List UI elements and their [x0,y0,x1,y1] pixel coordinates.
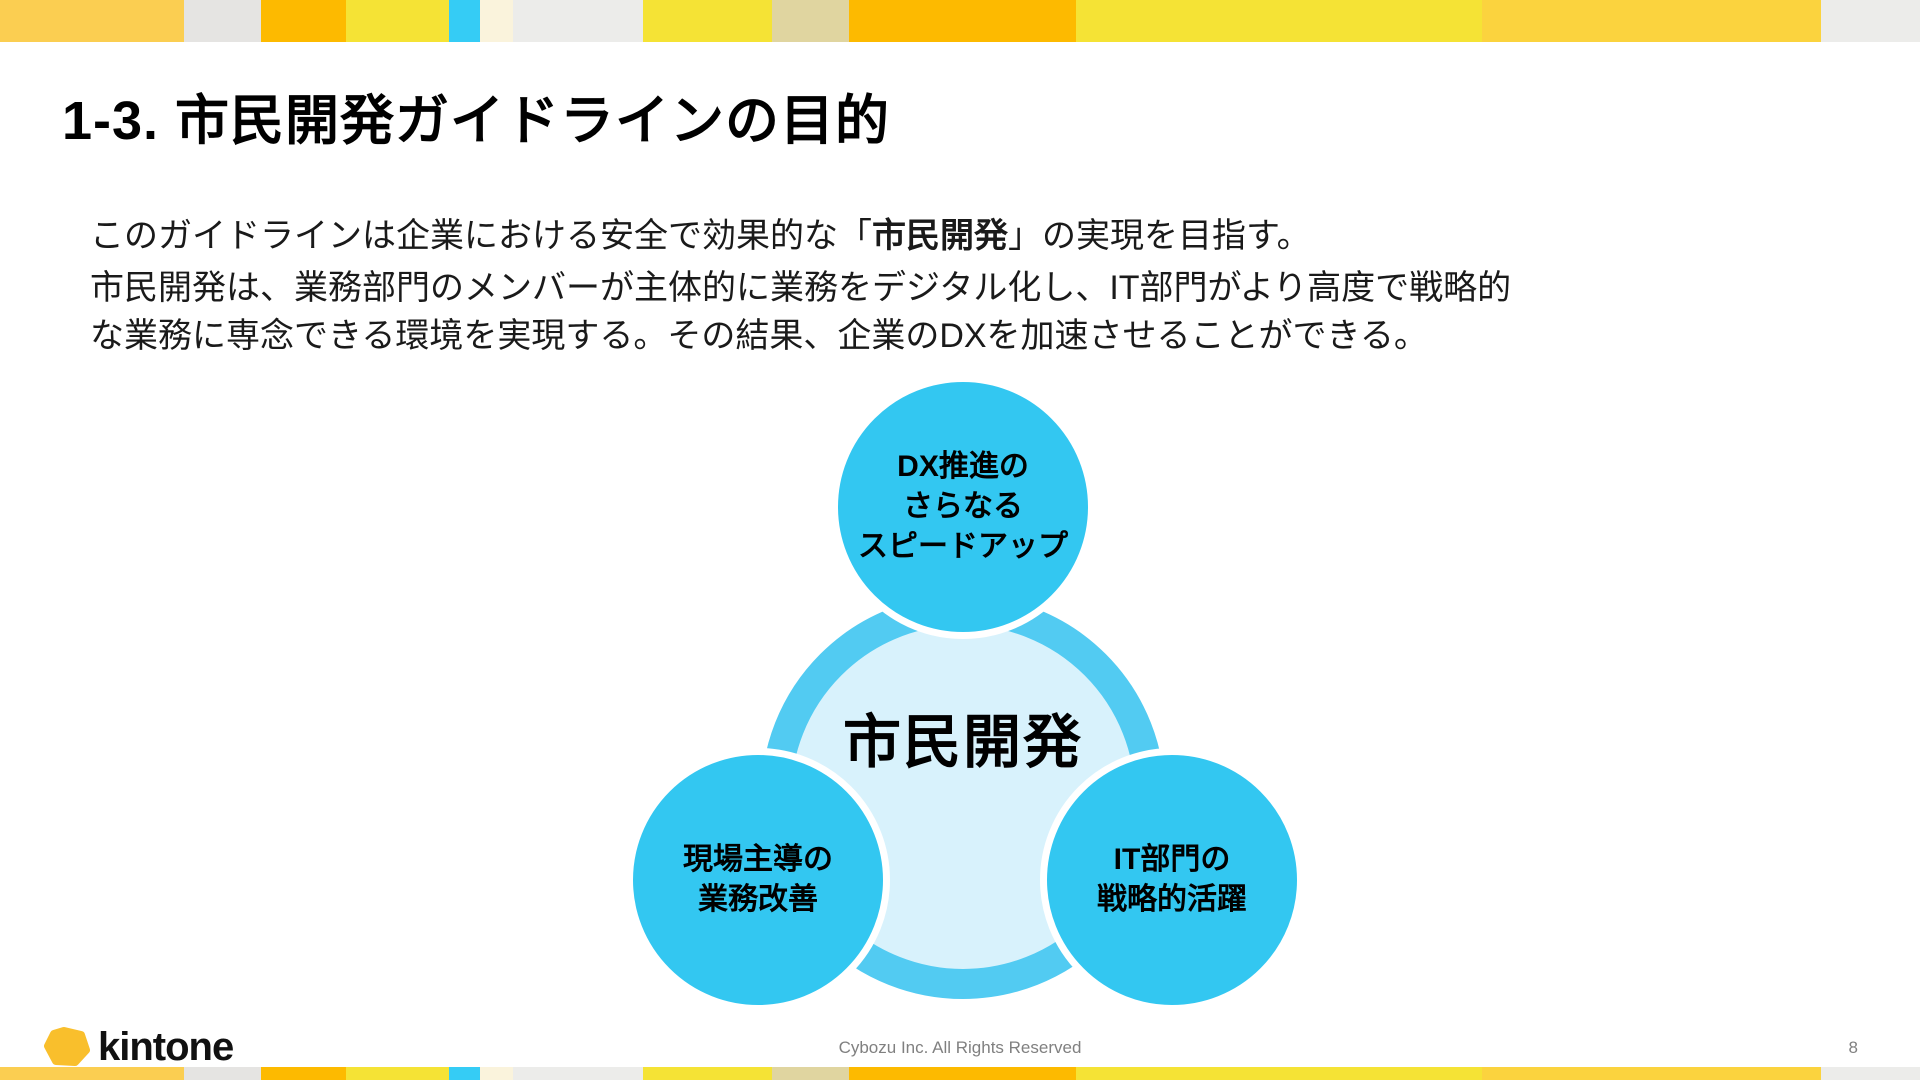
kintone-logo-text: kintone [98,1024,234,1069]
bar-segment [346,0,449,42]
circle-text-line: 現場主導の [683,843,833,876]
slide-title: 1-3. 市民開発ガイドラインの目的 [62,91,891,151]
bar-segment [1076,1067,1482,1080]
body-text: このガイドラインは企業における安全で効果的な「市民開発」の実現を目指す。 市民開… [90,212,1511,360]
bar-segment [1821,0,1920,42]
bar-segment [849,0,1076,42]
bar-segment [480,0,513,42]
paragraph-1: このガイドラインは企業における安全で効果的な「市民開発」の実現を目指す。 [90,212,1511,260]
bar-segment [261,1067,346,1080]
bar-segment [261,0,346,42]
copyright-text: Cybozu Inc. All Rights Reserved [838,1038,1082,1057]
kintone-logo-icon [44,1027,90,1066]
circle-text-line: 戦略的活躍 [1097,883,1247,916]
bar-segment [772,0,849,42]
bar-segment [1076,0,1482,42]
circle-text-line: スピードアップ [858,530,1068,563]
top-decorative-bar [0,0,1920,42]
diagram-circle-dx-speedup: DX推進の さらなる スピードアップ [831,375,1095,639]
bar-segment [1821,1067,1920,1080]
circle-text-line: DX推進の [897,450,1029,483]
page-number: 8 [1848,1038,1858,1057]
paragraph-1-bold-term: 市民開発 [872,217,1008,255]
diagram-circle-it-strategic-role: IT部門の 戦略的活躍 [1040,748,1304,1012]
bar-segment [0,1067,184,1080]
bar-segment [513,0,643,42]
bar-segment [1482,0,1821,42]
paragraph-2: 市民開発は、業務部門のメンバーが主体的に業務をデジタル化し、IT部門がより高度で… [90,264,1511,360]
bar-segment [643,1067,772,1080]
paragraph-1-suffix: 」の実現を目指す。 [1008,217,1311,255]
bar-segment [643,0,772,42]
circle-text-line: さらなる [903,490,1023,523]
bottom-decorative-bar [0,1067,1920,1080]
paragraph-2-line-1: 市民開発は、業務部門のメンバーが主体的に業務をデジタル化し、IT部門がより高度で… [90,269,1512,307]
bar-segment [480,1067,513,1080]
paragraph-2-line-2: な業務に専念できる環境を実現する。その結果、企業のDXを加速させることができる。 [90,317,1428,355]
circle-text-line: 業務改善 [698,883,818,916]
diagram-circle-field-led-improvement: 現場主導の 業務改善 [626,748,890,1012]
bar-segment [513,1067,643,1080]
bar-segment [0,0,184,42]
paragraph-1-prefix: このガイドラインは企業における安全で効果的な「 [90,217,872,255]
circle-text-line: IT部門の [1113,843,1231,876]
bar-segment [346,1067,449,1080]
bar-segment [449,0,480,42]
kintone-logo: kintone [42,1024,234,1069]
diagram-center-label: 市民開発 [842,710,1083,775]
bar-segment [772,1067,849,1080]
bar-segment [1482,1067,1821,1080]
bar-segment [184,1067,261,1080]
bar-segment [849,1067,1076,1080]
bar-segment [449,1067,480,1080]
bar-segment [184,0,261,42]
